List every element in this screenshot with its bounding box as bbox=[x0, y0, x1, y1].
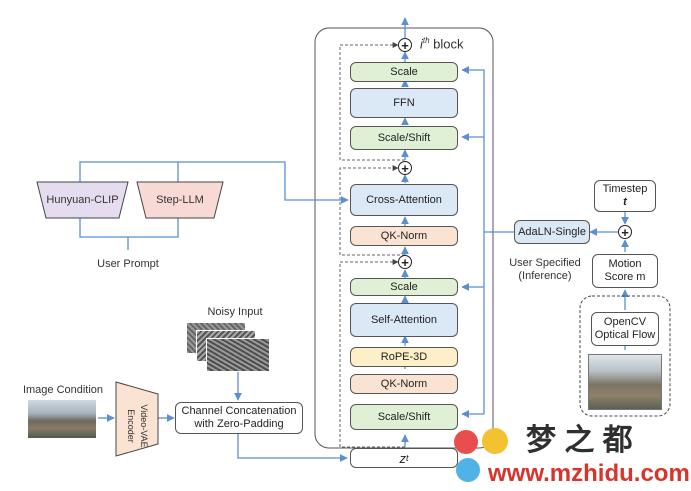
opencv-line2: Optical Flow bbox=[594, 329, 656, 341]
timestep-box: Timestep t bbox=[594, 180, 656, 212]
image-condition-label: Image Condition bbox=[22, 384, 104, 396]
self-scale-label: Scale bbox=[390, 281, 418, 293]
adaln-single-label: AdaLN-Single bbox=[518, 226, 586, 238]
ffn-scale-shift-box: Scale/Shift bbox=[350, 126, 458, 150]
block-title-suffix: block bbox=[429, 36, 464, 52]
self-attention-box: Self-Attention bbox=[350, 303, 458, 337]
residual-add-mid-icon: + bbox=[398, 161, 412, 175]
user-prompt-label: User Prompt bbox=[97, 258, 159, 270]
latent-symbol: z bbox=[399, 450, 406, 466]
ffn-scale-shift-label: Scale/Shift bbox=[377, 132, 431, 144]
motion-label: Motion bbox=[608, 258, 642, 270]
ffn-label: FFN bbox=[393, 97, 415, 109]
vae-encoder-shape bbox=[115, 381, 159, 457]
hunyuan-clip-label: Hunyuan-CLIP bbox=[46, 194, 119, 206]
block-title: ith block bbox=[420, 34, 464, 50]
self-scale-shift-label: Scale/Shift bbox=[377, 411, 431, 423]
noisy-frame-1 bbox=[206, 338, 270, 372]
motion-score-label: Score m bbox=[604, 271, 646, 283]
channel-concat-box: Channel Concatenation with Zero-Padding bbox=[175, 402, 303, 434]
concat-line2: with Zero-Padding bbox=[194, 418, 284, 430]
watermark-logo-dots-icon bbox=[454, 426, 514, 484]
self-qk-norm-label: QK-Norm bbox=[380, 378, 428, 390]
self-scale-shift-box: Scale/Shift bbox=[350, 404, 458, 430]
timestep-label: Timestep bbox=[602, 183, 648, 195]
opencv-line1: OpenCV bbox=[603, 316, 647, 328]
rope-3d-label: RoPE-3D bbox=[380, 351, 428, 363]
user-specified-line1: User Specified bbox=[509, 257, 581, 269]
user-specified-label: User Specified (Inference) bbox=[500, 257, 590, 283]
timestep-symbol: t bbox=[623, 196, 627, 208]
self-attention-label: Self-Attention bbox=[370, 314, 438, 326]
condition-add-icon: + bbox=[618, 225, 632, 239]
residual-add-top-icon: + bbox=[398, 38, 412, 52]
opencv-box: OpenCV Optical Flow bbox=[591, 312, 659, 346]
hunyuan-clip-shape bbox=[36, 181, 129, 219]
ffn-box: FFN bbox=[350, 88, 458, 118]
user-specified-line2: (Inference) bbox=[518, 270, 572, 282]
image-condition-thumbnail bbox=[28, 400, 96, 438]
latent-sub: t bbox=[405, 453, 409, 463]
adaln-single-box: AdaLN-Single bbox=[514, 220, 590, 244]
step-llm-label: Step-LLM bbox=[156, 194, 204, 206]
vae-encoder-label: Video-VAE Encoder bbox=[126, 404, 149, 448]
ffn-scale-label: Scale bbox=[390, 66, 418, 78]
noisy-input-label: Noisy Input bbox=[207, 306, 263, 318]
motion-score-box: Motion Score m bbox=[592, 254, 658, 288]
step-llm-shape bbox=[136, 181, 224, 219]
rope-3d-box: RoPE-3D bbox=[350, 347, 458, 367]
ffn-scale-box: Scale bbox=[350, 62, 458, 82]
cross-qk-norm-label: QK-Norm bbox=[380, 230, 428, 242]
block-title-i: i bbox=[420, 36, 423, 52]
self-scale-box: Scale bbox=[350, 278, 458, 296]
watermark-cn: 梦 之 都 bbox=[526, 424, 633, 457]
cross-attention-box: Cross-Attention bbox=[350, 184, 458, 216]
cross-qk-norm-box: QK-Norm bbox=[350, 226, 458, 246]
residual-add-low-icon: + bbox=[398, 255, 412, 269]
video-frames-stack bbox=[588, 354, 662, 410]
self-qk-norm-box: QK-Norm bbox=[350, 374, 458, 394]
block-title-sup: th bbox=[422, 36, 430, 45]
watermark-url: www.mzhidu.com bbox=[488, 460, 690, 487]
concat-line1: Channel Concatenation bbox=[181, 405, 297, 417]
cross-attention-label: Cross-Attention bbox=[366, 194, 442, 206]
